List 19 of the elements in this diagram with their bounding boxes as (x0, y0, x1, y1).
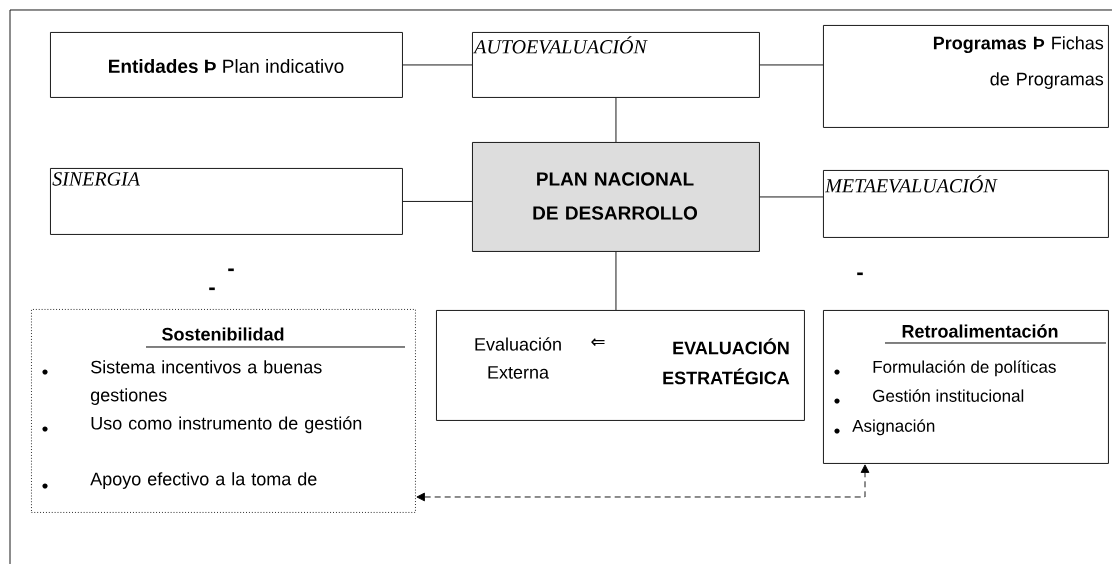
process-box: AUTOEVALUACIÓN (472, 32, 760, 98)
dash-mark: - (857, 272, 863, 276)
connector-line (759, 196, 824, 198)
list-box: Sostenibilidad Sistema incentivos a buenas gestiones Uso como instrumento de gestión Apoyo efectivo a la toma de (31, 309, 416, 513)
arrow (416, 464, 870, 502)
process-box: METAEVALUACIÓN (823, 170, 1109, 238)
dash-mark: - (209, 287, 215, 291)
process-box: SINERGIA (50, 168, 403, 235)
list-box: Retroalimentación Formulación de políticas Gestión institucional Asignación (823, 310, 1109, 464)
dash-mark: - (228, 268, 234, 272)
process-box: Evaluación Externa ⇐ EVALUACIÓN ESTRATÉGICA (436, 310, 805, 421)
connector-line (402, 201, 473, 202)
process-box: Entidades Þ Plan indicativo (50, 32, 403, 98)
connector-line (615, 251, 617, 311)
connector-line (759, 64, 824, 66)
connector-line (615, 97, 617, 143)
central-box: PLAN NACIONAL DE DESARROLLO (472, 142, 760, 252)
connector-line (402, 64, 473, 66)
process-box: Programas Þ Fichas de Programas (823, 25, 1109, 128)
